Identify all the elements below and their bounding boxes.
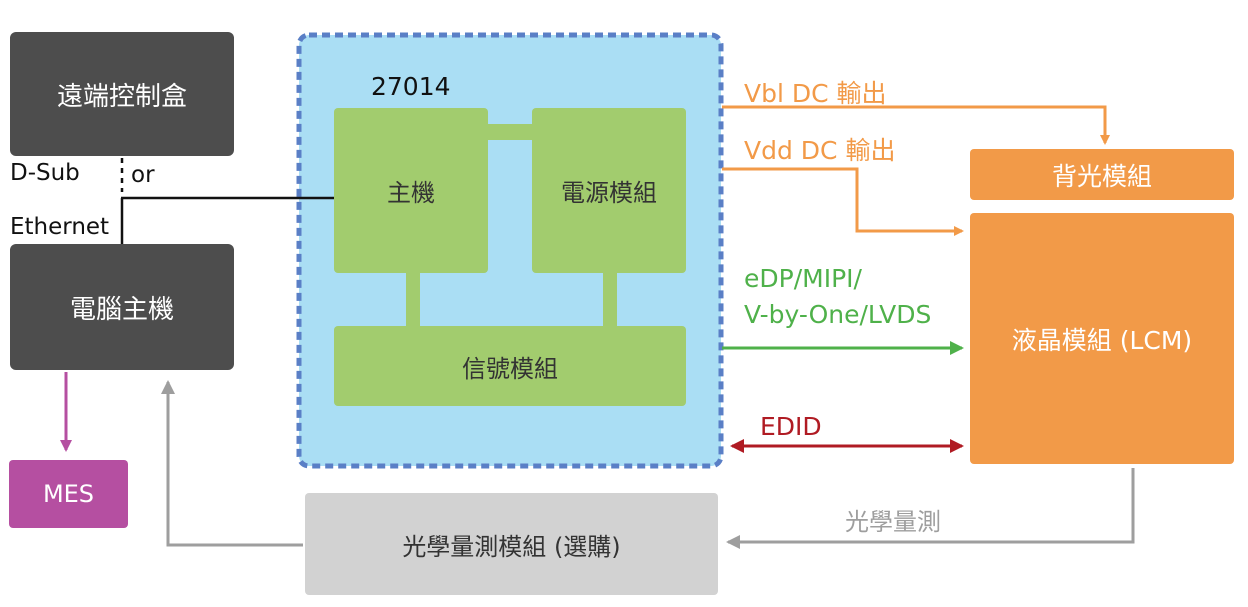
vdd-dc-label: Vdd DC 輸出 [744,136,896,165]
host-signal-link [406,272,420,328]
interface-label-line1: eDP/MIPI/ [744,264,862,293]
model-number: 27014 [371,72,451,101]
power-signal-link [603,272,617,328]
power-module-label: 電源模組 [561,179,657,207]
remote-control-box: 遠端控制盒 [10,32,234,156]
edid-label: EDID [760,412,822,441]
or-label: or [131,162,155,188]
host-label: 主機 [387,179,435,207]
optical-module-box: 光學量測模組 (選購) [305,493,718,595]
host-box: 主機 [334,108,488,273]
optical-module-label: 光學量測模組 (選購) [402,532,621,561]
vdd-arrow [722,167,964,236]
pc-host-label: 電腦主機 [69,294,174,325]
ethernet-label: Ethernet [10,214,110,240]
lcm-label: 液晶模組 (LCM) [1011,325,1193,355]
backlight-module-label: 背光模組 [1051,161,1152,191]
signal-module-label: 信號模組 [462,354,558,383]
interface-label-line2: V-by-One/LVDS [744,300,932,329]
dsub-label: D-Sub [10,160,80,186]
remote-control-box-label: 遠端控制盒 [56,81,187,112]
lcm-to-optical-arrow [726,468,1135,549]
signal-module-box: 信號模組 [334,326,686,406]
optical-measure-label: 光學量測 [845,508,941,536]
mes-label: MES [42,480,95,508]
mes-box: MES [9,460,128,528]
pc-host-box: 電腦主機 [10,244,234,370]
vbl-dc-label: Vbl DC 輸出 [744,79,887,108]
host-power-link [488,124,534,140]
backlight-module-box: 背光模組 [970,149,1234,200]
lcm-box: 液晶模組 (LCM) [970,213,1234,464]
power-module-box: 電源模組 [532,108,686,273]
vbl-arrow [722,105,1110,145]
optical-to-pc-arrow [161,380,303,547]
